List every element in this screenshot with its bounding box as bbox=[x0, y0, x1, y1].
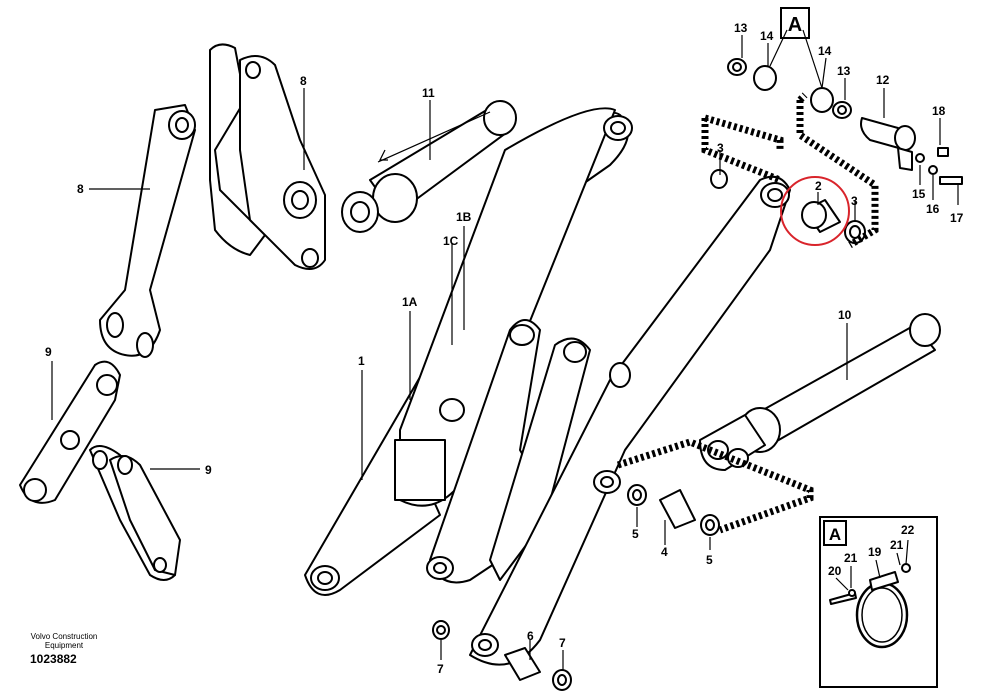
label-2: 2 bbox=[815, 179, 822, 193]
label-3-left: 3 bbox=[717, 141, 724, 155]
label-9-upper: 9 bbox=[45, 345, 52, 359]
label-8-rod: 8 bbox=[77, 182, 84, 196]
link-9-lower bbox=[89, 445, 181, 581]
label-9-lower: 9 bbox=[205, 463, 212, 477]
label-16: 16 bbox=[926, 202, 940, 216]
label-8-plate: 8 bbox=[300, 74, 307, 88]
label-15: 15 bbox=[912, 187, 926, 201]
label-21-left: 21 bbox=[844, 551, 858, 565]
label-22: 22 bbox=[901, 523, 915, 537]
link-9-upper bbox=[19, 360, 121, 504]
label-11: 11 bbox=[422, 86, 435, 100]
label-1: 1 bbox=[358, 354, 365, 368]
bracket-plate-8 bbox=[209, 43, 326, 270]
label-10: 10 bbox=[838, 308, 852, 322]
label-19: 19 bbox=[868, 545, 882, 559]
detail-a-box bbox=[819, 516, 938, 688]
pin-assembly-bottom bbox=[432, 620, 572, 691]
link-rod-8 bbox=[99, 104, 196, 358]
label-18: 18 bbox=[932, 104, 946, 118]
drawing-number: 1023882 bbox=[30, 652, 77, 666]
detail-a-box-letter: A bbox=[829, 525, 841, 544]
label-3-right: 3 bbox=[851, 194, 858, 208]
bellcrank bbox=[426, 319, 591, 584]
detail-a-header-letter: A bbox=[788, 14, 802, 36]
label-4: 4 bbox=[661, 545, 668, 559]
label-5-left: 5 bbox=[632, 527, 639, 541]
label-14-right: 14 bbox=[818, 44, 832, 58]
company-name: Volvo Construction Equipment bbox=[30, 632, 98, 650]
label-1b: 1B bbox=[456, 210, 472, 224]
label-13-right: 13 bbox=[837, 64, 851, 78]
label-14-left: 14 bbox=[760, 29, 774, 43]
label-1c: 1C bbox=[443, 234, 459, 248]
label-6: 6 bbox=[527, 629, 534, 643]
lift-arm-1 bbox=[304, 107, 633, 596]
label-1a: 1A bbox=[402, 295, 418, 309]
label-5-right: 5 bbox=[706, 553, 713, 567]
label-20: 20 bbox=[828, 564, 842, 578]
label-7-left: 7 bbox=[437, 662, 444, 676]
label-21-right: 21 bbox=[890, 538, 904, 552]
label-13-left: 13 bbox=[734, 21, 748, 35]
leader-lines bbox=[51, 29, 959, 670]
group-bracket-upper bbox=[701, 92, 879, 249]
lift-arm-right bbox=[469, 175, 791, 666]
callout-labels: 1 1A 1B 1C 2 3 3 4 5 5 6 7 7 8 8 9 9 10 … bbox=[45, 14, 964, 676]
group-bracket-lower bbox=[616, 438, 814, 534]
label-7-right: 7 bbox=[559, 636, 566, 650]
cylinder-10 bbox=[699, 313, 941, 471]
cylinder-11 bbox=[341, 100, 517, 233]
label-17: 17 bbox=[950, 211, 964, 225]
pin-assembly-lower bbox=[627, 484, 720, 536]
label-12: 12 bbox=[876, 73, 890, 87]
highlight-circle bbox=[780, 176, 850, 246]
pin-12-assembly bbox=[727, 58, 963, 185]
